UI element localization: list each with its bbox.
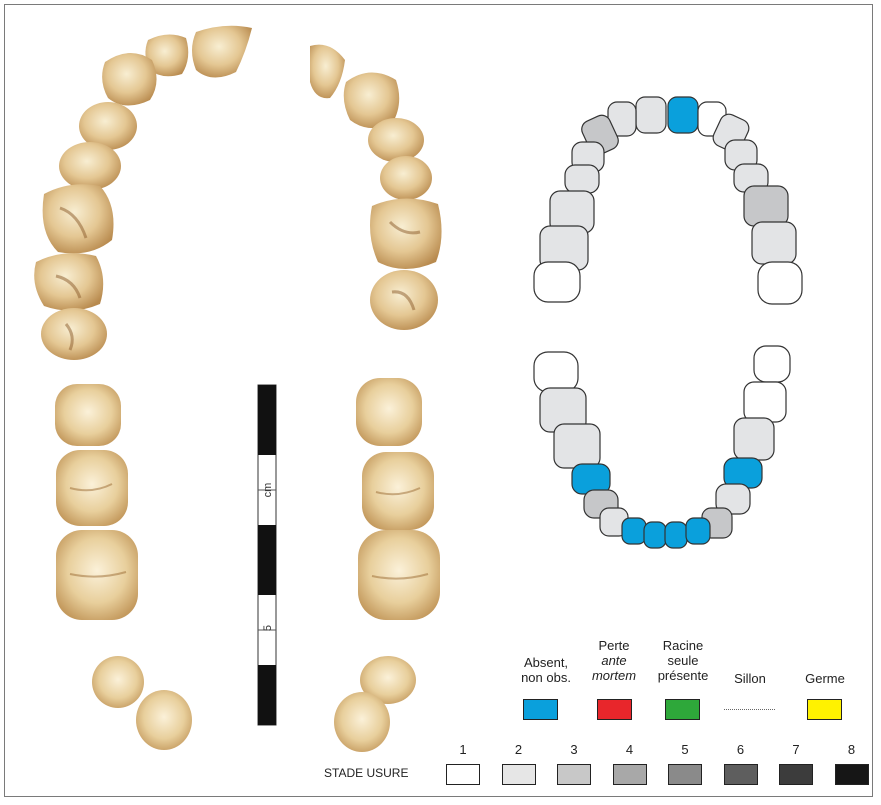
wear-stage-number: 1 bbox=[453, 742, 473, 757]
photo-tooth bbox=[43, 184, 114, 253]
chart-upper-arch bbox=[534, 97, 802, 304]
legend-perte-line2: ante bbox=[601, 653, 626, 668]
chart-tooth bbox=[734, 418, 774, 460]
legend-absent-line1: Absent, bbox=[505, 655, 587, 670]
wear-stage-number: 8 bbox=[842, 742, 862, 757]
wear-stage-swatch bbox=[835, 764, 869, 785]
wear-stage-number: 2 bbox=[509, 742, 529, 757]
photo-tooth bbox=[380, 156, 432, 200]
legend-germe-swatch bbox=[807, 699, 842, 720]
legend-racine-line3: présente bbox=[648, 668, 718, 683]
chart-tooth bbox=[636, 97, 666, 133]
photo-tooth bbox=[92, 656, 144, 708]
wear-stage-number: 4 bbox=[620, 742, 640, 757]
chart-tooth bbox=[622, 518, 646, 544]
photo-tooth bbox=[192, 26, 252, 78]
chart-tooth bbox=[754, 346, 790, 382]
photo-tooth bbox=[370, 270, 438, 330]
wear-stage-swatch bbox=[668, 764, 702, 785]
photo-tooth bbox=[102, 53, 156, 106]
legend-perte-line1: Perte bbox=[584, 638, 644, 653]
chart-tooth bbox=[534, 262, 580, 302]
photo-tooth bbox=[334, 692, 390, 752]
legend-perte-line3: mortem bbox=[592, 668, 636, 683]
wear-stage-swatch bbox=[557, 764, 591, 785]
legend-sillon-label: Sillon bbox=[722, 671, 778, 686]
legend-absent-swatch bbox=[523, 699, 558, 720]
legend-racine-swatch bbox=[665, 699, 700, 720]
wear-stage-swatch bbox=[446, 764, 480, 785]
photo-lower-teeth bbox=[55, 378, 440, 752]
scale-mark: 5 bbox=[262, 625, 274, 631]
photo-upper-arch bbox=[34, 26, 441, 360]
chart-lower-arch bbox=[534, 346, 790, 548]
wear-stage-number: 7 bbox=[786, 742, 806, 757]
legend-sillon-line bbox=[724, 709, 775, 710]
wear-stage-swatch bbox=[613, 764, 647, 785]
photo-tooth bbox=[56, 530, 138, 620]
photo-tooth bbox=[362, 452, 434, 530]
legend-absent-line2: non obs. bbox=[505, 670, 587, 685]
chart-tooth bbox=[565, 165, 599, 193]
wear-stage-number: 5 bbox=[675, 742, 695, 757]
chart-tooth bbox=[744, 382, 786, 422]
chart-tooth bbox=[668, 97, 698, 133]
chart-tooth bbox=[644, 522, 666, 548]
legend-germe-label: Germe bbox=[796, 671, 854, 686]
legend-absent-label: Absent, non obs. bbox=[505, 655, 587, 685]
chart-tooth bbox=[554, 424, 600, 468]
legend-perte-swatch bbox=[597, 699, 632, 720]
wear-stage-number: 6 bbox=[731, 742, 751, 757]
scale-unit: cm bbox=[262, 483, 274, 498]
photo-tooth bbox=[56, 450, 128, 526]
photo-tooth bbox=[368, 118, 424, 162]
chart-tooth bbox=[758, 262, 802, 304]
chart-tooth bbox=[665, 522, 687, 548]
legend-racine-line1: Racine bbox=[648, 638, 718, 653]
photo-tooth bbox=[370, 198, 442, 269]
scale-bar bbox=[258, 385, 276, 725]
legend-racine-line2: seule bbox=[648, 653, 718, 668]
chart-tooth bbox=[534, 352, 578, 392]
photo-tooth bbox=[136, 690, 192, 750]
chart-tooth bbox=[686, 518, 710, 544]
wear-stage-number: 3 bbox=[564, 742, 584, 757]
wear-stage-title: STADE USURE bbox=[324, 766, 408, 780]
wear-stage-swatch bbox=[502, 764, 536, 785]
chart-tooth bbox=[752, 222, 796, 264]
photo-tooth bbox=[310, 45, 345, 99]
chart-tooth bbox=[744, 186, 788, 226]
photo-tooth bbox=[59, 142, 121, 190]
photo-tooth bbox=[356, 378, 422, 446]
legend-racine-label: Racine seule présente bbox=[648, 638, 718, 683]
wear-stage-swatch bbox=[724, 764, 758, 785]
photo-tooth bbox=[55, 384, 121, 446]
wear-stage-swatch bbox=[779, 764, 813, 785]
legend-perte-label: Perte ante mortem bbox=[584, 638, 644, 683]
photo-tooth bbox=[41, 308, 107, 360]
